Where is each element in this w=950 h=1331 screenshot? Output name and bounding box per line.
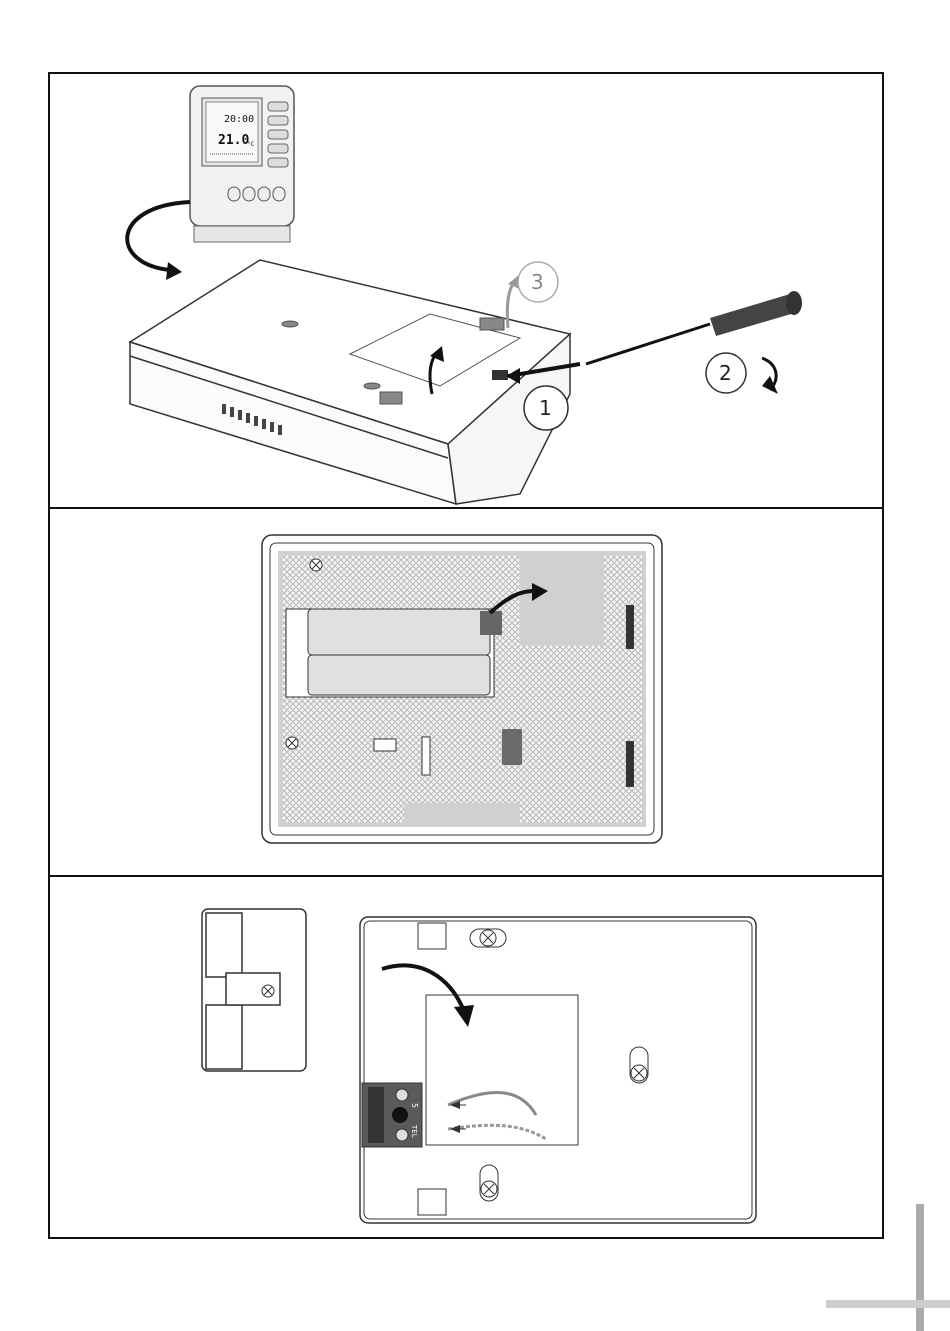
step-3-label: 3 <box>531 270 544 294</box>
screw-icon <box>310 559 322 571</box>
terminal-block: 5 TEL <box>362 1083 422 1147</box>
wiring-base-illustration: 5 TEL <box>50 877 882 1237</box>
rotate-arrow-head <box>166 262 182 280</box>
terminal-label: TEL <box>410 1124 418 1138</box>
screw-icon <box>630 1047 648 1083</box>
component-small <box>374 739 396 751</box>
battery-tab <box>480 611 502 635</box>
step-1-label: 1 <box>539 396 552 420</box>
panel-opening-case: 20:00 21.0 °C <box>50 74 882 507</box>
step-2-label: 2 <box>719 361 732 385</box>
screw-icon <box>262 985 274 997</box>
lcd-time: 20:00 <box>224 114 254 125</box>
inner-plate <box>426 995 578 1145</box>
screw-icon <box>470 929 506 947</box>
mount-hole-bottom <box>418 1189 446 1215</box>
latch-clip <box>492 370 508 380</box>
terminal-number: 5 <box>410 1103 419 1108</box>
screwdriver-image <box>586 291 802 364</box>
rotate-arrow <box>127 202 190 270</box>
step-3-marker: 3 <box>518 262 558 302</box>
battery-bottom <box>308 655 490 695</box>
opening-case-illustration: 20:00 21.0 °C <box>50 74 882 507</box>
lcd-unit: °C <box>247 141 255 148</box>
crop-mark <box>826 1204 950 1331</box>
component-chip <box>502 729 522 765</box>
battery-compartment-illustration <box>50 509 882 875</box>
panel-wiring-base: 5 TEL <box>50 877 882 1237</box>
battery-top <box>308 609 490 655</box>
step-1-marker: 1 <box>524 386 568 430</box>
bracket-left <box>202 909 306 1071</box>
screw-icon <box>480 1165 498 1201</box>
mount-hole-top <box>418 923 446 949</box>
panel-battery-compartment <box>50 509 882 875</box>
lcd-temperature: 21.0 <box>218 133 249 148</box>
component-wire <box>422 737 430 775</box>
thermostat-front-image: 20:00 21.0 °C <box>190 86 294 242</box>
step-2-marker: 2 <box>706 353 746 393</box>
screw-icon <box>286 737 298 749</box>
thermostat-case-image <box>130 260 570 504</box>
